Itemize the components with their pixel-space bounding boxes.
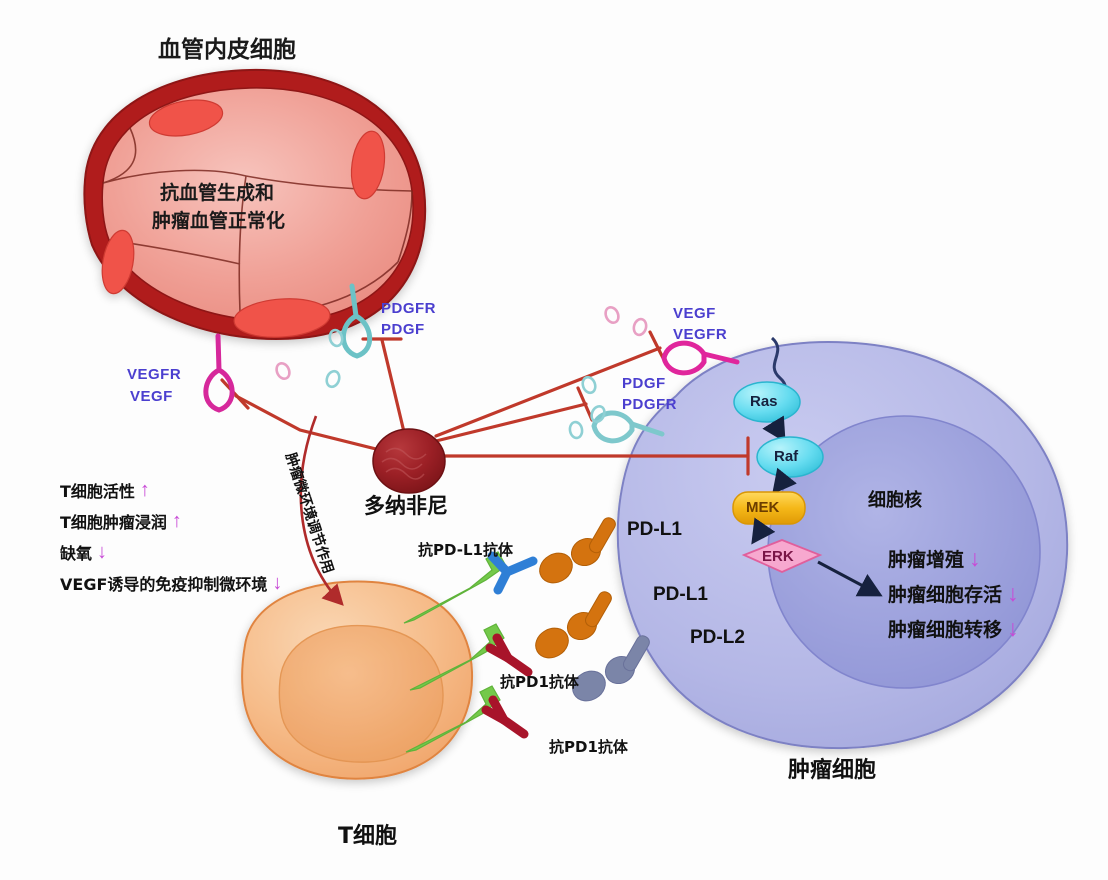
label-anti-pd1-antibody-1: 抗PD1抗体: [500, 673, 579, 691]
effect-text: VEGF诱导的免疫抑制微环境: [60, 575, 268, 594]
effect-text: T细胞活性: [60, 482, 135, 501]
arrow-down-icon: ↓: [272, 572, 283, 594]
effect-row: 肿瘤增殖↓: [888, 545, 1019, 572]
erk-node: [741, 539, 823, 573]
anti-pdl1-antibody-glyph: [487, 551, 538, 595]
free-ligand-particles: [275, 306, 648, 440]
endothelial-inner-text-line2: 肿瘤血管正常化: [152, 210, 286, 232]
vessel-vegfr-receptor: [203, 333, 235, 413]
arrow-down-icon: ↓: [1007, 580, 1019, 606]
arrow-down-icon: ↓: [969, 545, 981, 571]
arrow-up-icon: ↑: [139, 479, 150, 501]
label-vessel-pdgfr: PDGFR: [381, 300, 436, 317]
pd1-receptor-bottom: [405, 685, 501, 753]
tcell-label: T细胞: [338, 824, 398, 849]
vascular-endothelial-cell: [83, 68, 427, 340]
tumor-pdgfr-receptor: [591, 410, 665, 444]
mapk-pathway: [732, 381, 883, 597]
vessel-pdgfr-receptor: [340, 283, 373, 359]
label-tumor-vegfr: VEGFR: [673, 326, 728, 343]
tme-effects-list: T细胞活性↑T细胞肿瘤浸润↑缺氧↓VEGF诱导的免疫抑制微环境↓: [60, 478, 282, 602]
tumor-vegfr-receptor: [661, 340, 740, 376]
erk-label: ERK: [762, 548, 794, 565]
effect-row: VEGF诱导的免疫抑制微环境↓: [60, 571, 282, 595]
arrow-down-icon: ↓: [1007, 615, 1019, 641]
pdl1-ligand-top: [539, 517, 616, 584]
effect-text: 肿瘤增殖: [888, 549, 965, 571]
tme-curved-arrow: [299, 415, 344, 606]
raf-label: Raf: [774, 448, 799, 465]
label-pdl2: PD-L2: [690, 627, 745, 648]
pdl2-ligand: [572, 635, 650, 702]
effect-row: 肿瘤细胞存活↓: [888, 580, 1019, 607]
effect-row: 肿瘤细胞转移↓: [888, 615, 1019, 642]
drug-label: 多纳非尼: [364, 494, 448, 518]
mek-label: MEK: [746, 499, 780, 516]
label-anti-pdl1-antibody: 抗PD-L1抗体: [418, 541, 513, 559]
effect-row: 缺氧↓: [60, 540, 282, 564]
nucleus-effects-list: 肿瘤增殖↓肿瘤细胞存活↓肿瘤细胞转移↓: [888, 545, 1019, 650]
ras-label: Ras: [750, 393, 778, 410]
anti-pd1-antibody-glyph-1: [485, 633, 533, 677]
effect-text: 缺氧: [60, 544, 93, 563]
endothelial-inner-text-line1: 抗血管生成和: [160, 182, 275, 204]
effect-row: T细胞活性↑: [60, 478, 282, 502]
label-vessel-vegf: VEGF: [130, 388, 173, 405]
effect-text: 肿瘤细胞转移: [888, 619, 1003, 641]
tumor-cell-label: 肿瘤细胞: [788, 758, 877, 783]
erk-to-nucleus-arrow: [817, 560, 883, 597]
effect-row: T细胞肿瘤浸润↑: [60, 509, 282, 533]
label-anti-pd1-antibody-2: 抗PD1抗体: [549, 738, 628, 756]
label-vessel-vegfr: VEGFR: [127, 366, 182, 383]
effect-text: T细胞肿瘤浸润: [60, 513, 167, 532]
arrow-up-icon: ↑: [171, 510, 182, 532]
pd1-receptor-middle: [409, 623, 505, 691]
inhibitor-lines: [220, 330, 750, 476]
donafenib-drug-pill: [372, 428, 446, 494]
t-cell: [241, 580, 474, 780]
page-title-endothelial: 血管内皮细胞: [158, 37, 296, 63]
label-tumor-vegf: VEGF: [673, 305, 716, 322]
label-pdl1-middle: PD-L1: [653, 584, 708, 605]
tumor-cell: [616, 341, 1069, 750]
pdl1-ligand-middle: [535, 591, 612, 659]
label-pdl1-top: PD-L1: [627, 519, 682, 540]
nucleus-label: 细胞核: [868, 490, 922, 511]
label-vessel-pdgf: PDGF: [381, 321, 425, 338]
anti-pd1-antibody-glyph-2: [481, 695, 529, 739]
arrow-down-icon: ↓: [97, 541, 108, 563]
effect-text: 肿瘤细胞存活: [888, 584, 1003, 606]
label-tumor-pdgfr: PDGFR: [622, 396, 677, 413]
label-tumor-pdgf: PDGF: [622, 375, 666, 392]
